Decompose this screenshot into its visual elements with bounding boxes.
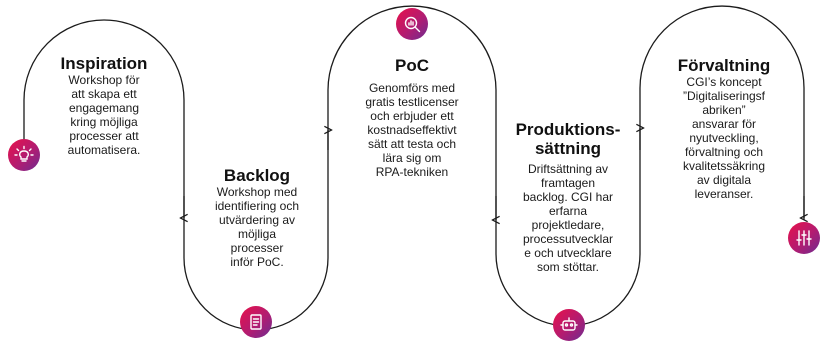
lightbulb-icon: [8, 139, 40, 171]
step-inspiration: Inspiration Workshop för att skapa ett e…: [42, 54, 166, 157]
sliders-icon: [788, 222, 820, 254]
document-icon: [240, 306, 272, 338]
step-description: Workshop för att skapa ett engagemang kr…: [67, 73, 141, 157]
step-description: Genomförs med gratis testlicenser och er…: [365, 81, 459, 179]
step-backlog: Backlog Workshop med identifiering och u…: [200, 166, 314, 269]
robot-icon: [553, 309, 585, 341]
step-title: Produktions- sättning: [515, 120, 621, 158]
step-forvaltning: Förvaltning CGI’s koncept ”Digitaliserin…: [662, 56, 786, 201]
step-description: Workshop med identifiering och utvärderi…: [214, 185, 300, 269]
step-description: Driftsättning av framtagen backlog. CGI …: [522, 162, 614, 274]
step-title: Förvaltning: [677, 56, 771, 75]
step-poc: PoC Genomförs med gratis testlicenser oc…: [352, 56, 472, 179]
step-title: Inspiration: [60, 54, 148, 73]
step-title: PoC: [395, 56, 429, 75]
step-produktionssattning: Produktions- sättning Driftsättning av f…: [508, 120, 628, 274]
step-title: Backlog: [223, 166, 291, 185]
magnifier-chart-icon: [396, 8, 428, 40]
step-description: CGI’s koncept ”Digitaliseringsf abriken”…: [682, 75, 766, 201]
